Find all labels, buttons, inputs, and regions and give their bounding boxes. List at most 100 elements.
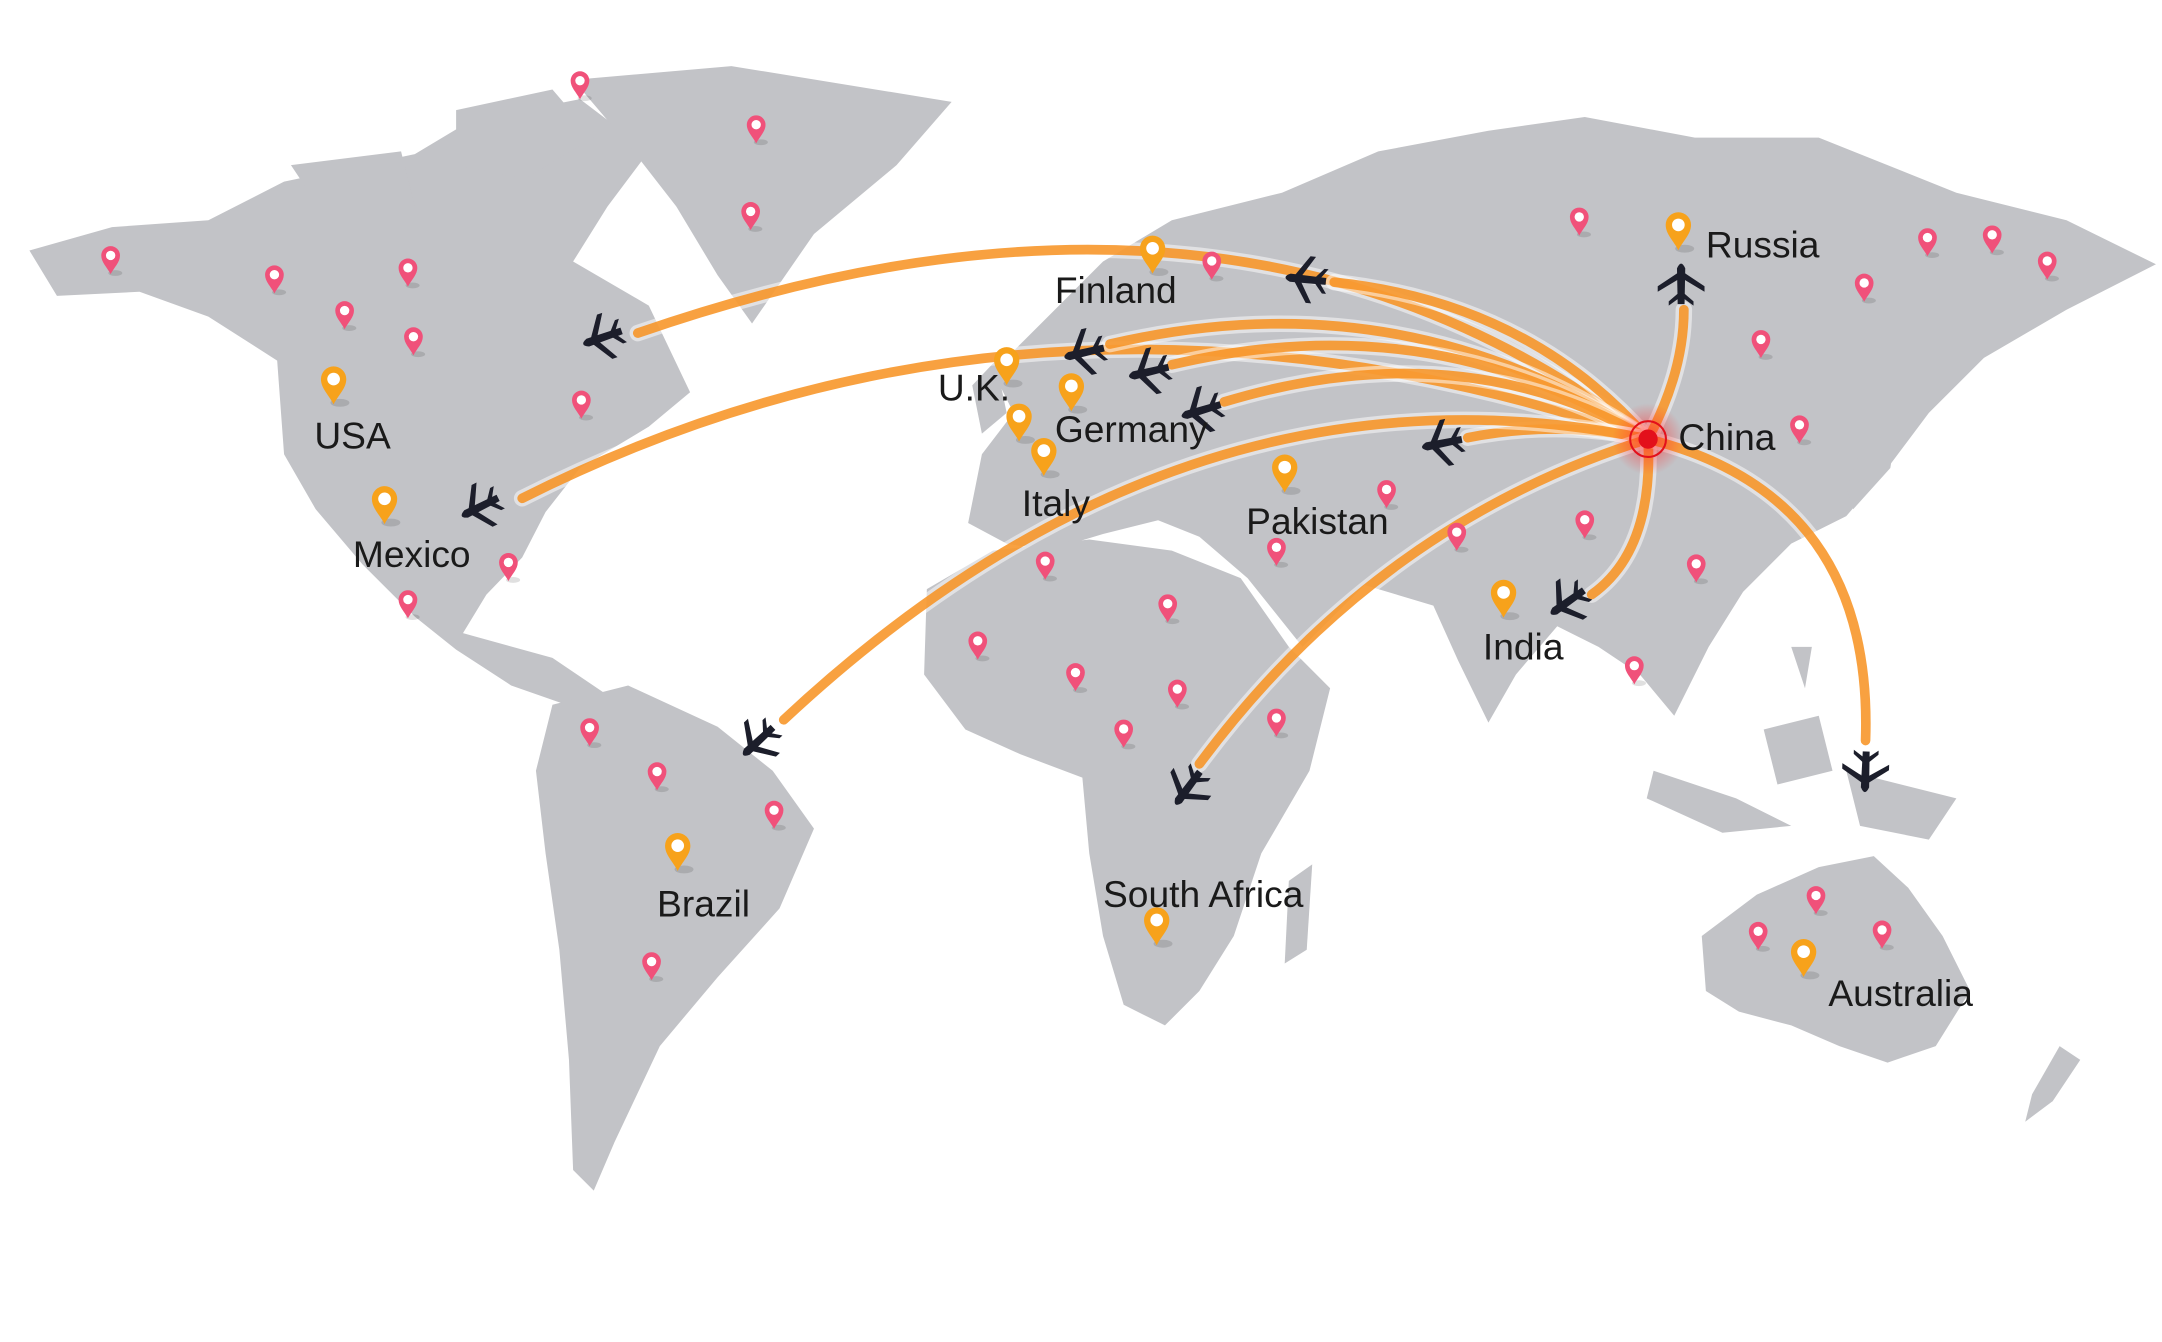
africa xyxy=(924,539,1331,1026)
hub-marker[interactable] xyxy=(1612,403,1684,475)
map-pin-icon[interactable] xyxy=(1058,373,1088,414)
map-pin-icon[interactable] xyxy=(1035,551,1057,582)
new-zealand xyxy=(2025,1046,2081,1122)
map-pin-icon[interactable] xyxy=(1624,656,1647,687)
map-pin-icon[interactable] xyxy=(1665,212,1695,253)
map-pin-icon[interactable] xyxy=(572,390,594,421)
airplane-icon xyxy=(1064,328,1109,375)
city-pins xyxy=(101,71,2059,983)
route-finland[interactable] xyxy=(1329,277,1653,444)
map-pin-icon[interactable] xyxy=(1202,251,1224,282)
map-pin-icon[interactable] xyxy=(1272,454,1301,495)
map-pin-icon[interactable] xyxy=(320,366,350,407)
map-pin-icon[interactable] xyxy=(764,800,786,831)
map-pin-icon[interactable] xyxy=(994,347,1023,388)
airplane-icon xyxy=(1129,347,1173,395)
target-dot-icon xyxy=(1638,429,1658,449)
continents xyxy=(29,66,2156,1191)
flight-routes xyxy=(513,241,1875,773)
map-pin-icon[interactable] xyxy=(1854,273,1876,304)
madagascar xyxy=(1284,864,1313,964)
airplane-icon xyxy=(1550,578,1593,620)
map-pin-icon[interactable] xyxy=(580,718,602,749)
map-pin-icon[interactable] xyxy=(1806,886,1828,916)
map-pin-icon[interactable] xyxy=(665,833,694,874)
map-pin-icon[interactable] xyxy=(398,590,420,621)
japan xyxy=(1846,399,1902,510)
map-pin-icon[interactable] xyxy=(1167,679,1190,710)
label-russia: Russia xyxy=(1706,223,1820,265)
label-india: India xyxy=(1483,625,1564,667)
map-pin-icon[interactable] xyxy=(1267,537,1289,568)
map-pin-icon[interactable] xyxy=(2037,251,2059,282)
southeast-asia-islands xyxy=(1646,646,1957,840)
airplane-icon xyxy=(1657,263,1705,306)
label-germany: Germany xyxy=(1055,408,1208,450)
map-pin-icon[interactable] xyxy=(1918,228,1940,259)
airplane-icon xyxy=(1181,385,1226,433)
airplane-icon xyxy=(1285,256,1329,304)
map-pin-icon[interactable] xyxy=(1066,663,1088,693)
map-pin-icon[interactable] xyxy=(499,553,521,583)
map-pin-icon[interactable] xyxy=(1575,510,1597,541)
map-pin-icon[interactable] xyxy=(570,71,592,102)
map-pin-icon[interactable] xyxy=(101,246,123,276)
label-china: China xyxy=(1678,416,1775,458)
airplane-icon xyxy=(742,717,783,757)
map-pin-icon[interactable] xyxy=(1790,938,1820,980)
map-pin-icon[interactable] xyxy=(1790,415,1812,446)
map-pin-icon[interactable] xyxy=(741,202,763,232)
map-pin-icon[interactable] xyxy=(335,301,357,331)
map-pin-icon[interactable] xyxy=(1982,225,2004,256)
map-pin-icon[interactable] xyxy=(1114,719,1136,750)
map-pin-icon[interactable] xyxy=(404,327,426,358)
map-pin-icon[interactable] xyxy=(1267,708,1289,739)
australia xyxy=(1701,856,1971,1063)
map-pin-icon[interactable] xyxy=(1569,207,1591,238)
route-south_africa[interactable] xyxy=(1194,434,1653,769)
map-pin-icon[interactable] xyxy=(1139,235,1169,277)
route-australia[interactable] xyxy=(1643,434,1871,746)
country-labels: China Russia Finland U.K. Germany Italy … xyxy=(314,223,1973,1014)
map-pin-icon[interactable] xyxy=(1377,480,1399,510)
map-pin-icon[interactable] xyxy=(371,486,401,527)
airplane-icon xyxy=(461,482,505,527)
planes xyxy=(461,256,1890,805)
map-pin-icon[interactable] xyxy=(1144,907,1173,948)
label-usa: USA xyxy=(314,415,391,457)
route-italy[interactable] xyxy=(1219,368,1653,444)
map-pin-icon[interactable] xyxy=(746,115,768,146)
map-pin-icon[interactable] xyxy=(1158,594,1180,625)
map-pin-icon[interactable] xyxy=(1490,579,1520,621)
route-brazil[interactable] xyxy=(778,415,1653,725)
map-pin-icon[interactable] xyxy=(1751,330,1773,360)
south-america xyxy=(535,685,814,1191)
map-pin-icon[interactable] xyxy=(968,631,990,662)
map-pin-icon[interactable] xyxy=(1872,920,1894,951)
airplane-icon xyxy=(1170,763,1212,805)
route-usa[interactable] xyxy=(632,244,1653,444)
label-finland: Finland xyxy=(1055,269,1177,311)
label-uk: U.K. xyxy=(938,367,1010,409)
map-pin-icon[interactable] xyxy=(265,265,287,296)
label-brazil: Brazil xyxy=(657,883,750,925)
map-pin-icon[interactable] xyxy=(398,258,420,289)
map-pin-icon[interactable] xyxy=(642,952,664,983)
label-mexico: Mexico xyxy=(353,533,471,575)
map-pin-icon[interactable] xyxy=(1031,437,1060,479)
airplane-icon xyxy=(1422,418,1466,466)
label-south-africa: South Africa xyxy=(1103,873,1304,915)
route-mexico[interactable] xyxy=(517,344,1653,504)
label-australia: Australia xyxy=(1828,972,1973,1014)
map-pin-icon[interactable] xyxy=(1748,921,1770,952)
arctic-islands xyxy=(290,89,594,207)
map-pin-icon[interactable] xyxy=(1686,554,1708,585)
uk-ireland xyxy=(972,360,1007,434)
north-america xyxy=(29,99,691,705)
label-pakistan: Pakistan xyxy=(1246,500,1389,542)
map-pin-icon[interactable] xyxy=(647,762,669,793)
map-pin-icon[interactable] xyxy=(1006,403,1035,444)
airplane-icon xyxy=(583,312,627,359)
map-pin-icon[interactable] xyxy=(1447,522,1469,553)
